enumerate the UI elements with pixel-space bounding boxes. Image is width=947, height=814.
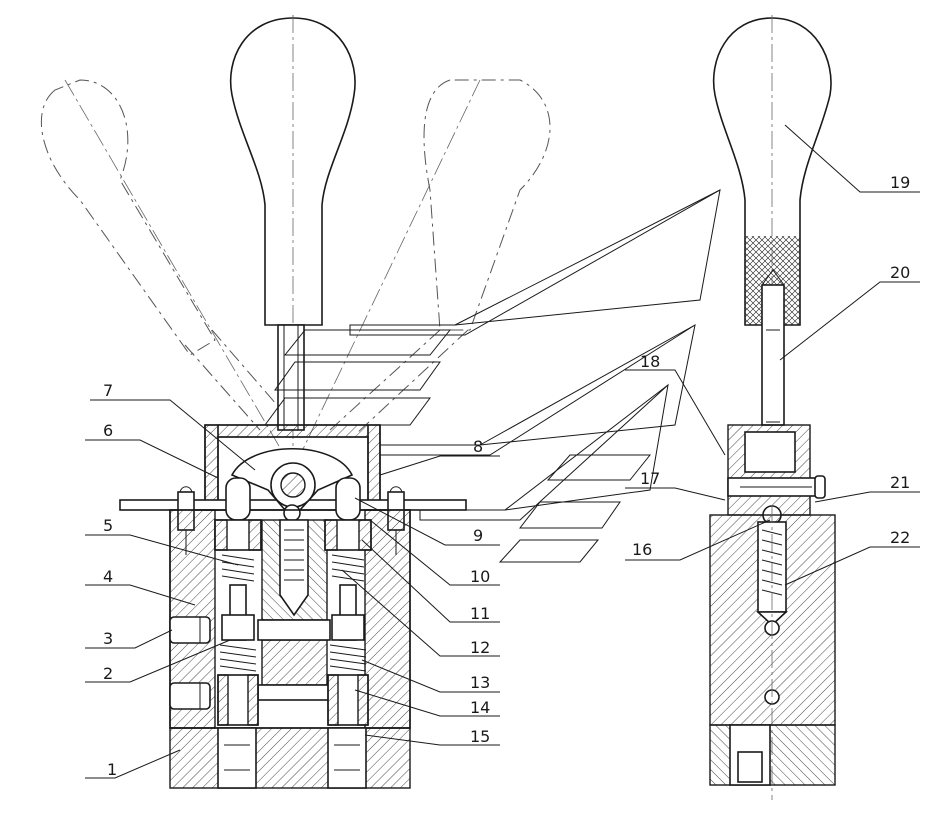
callout-16: 16 xyxy=(632,540,652,559)
side-ports xyxy=(169,616,211,710)
handle-knob-left xyxy=(229,15,356,330)
lever-rod-left xyxy=(277,324,305,431)
top-cover xyxy=(204,424,381,511)
callout-22: 22 xyxy=(890,528,910,547)
callout-14: 14 xyxy=(470,698,490,717)
callout-13: 13 xyxy=(470,673,490,692)
callout-17: 17 xyxy=(640,469,660,488)
callout-12: 12 xyxy=(470,638,490,657)
callout-20: 20 xyxy=(890,263,910,282)
centerline-tilt-left xyxy=(64,79,294,471)
callout-11: 11 xyxy=(470,604,490,623)
callout-8: 8 xyxy=(473,437,483,456)
callout-18: 18 xyxy=(640,352,660,371)
cam-rocker xyxy=(230,448,354,522)
pivot-block xyxy=(727,424,826,525)
logo-chevrons xyxy=(264,189,721,563)
spool-left xyxy=(214,477,262,726)
callout-4: 4 xyxy=(103,567,113,586)
right-body xyxy=(709,505,836,800)
callout-labels: 1 2 3 4 5 6 7 8 9 10 11 12 13 14 15 16 1… xyxy=(103,173,910,779)
callout-2: 2 xyxy=(103,664,113,683)
callout-9: 9 xyxy=(473,526,483,545)
callout-1: 1 xyxy=(107,760,117,779)
right-base xyxy=(709,724,836,786)
callout-19: 19 xyxy=(890,173,910,192)
phantom-lever-left xyxy=(40,79,291,431)
centerline-tilt-right xyxy=(292,79,481,471)
spool-right xyxy=(324,477,372,726)
callout-3: 3 xyxy=(103,629,113,648)
callout-5: 5 xyxy=(103,516,113,535)
lever-rod-right xyxy=(761,269,785,426)
phantom-lever-right xyxy=(329,79,551,436)
callout-15: 15 xyxy=(470,727,490,746)
callout-10: 10 xyxy=(470,567,490,586)
leader-lines xyxy=(85,124,920,779)
callout-21: 21 xyxy=(890,473,910,492)
callout-6: 6 xyxy=(103,421,113,440)
base-plate xyxy=(169,727,411,789)
callout-7: 7 xyxy=(103,381,113,400)
